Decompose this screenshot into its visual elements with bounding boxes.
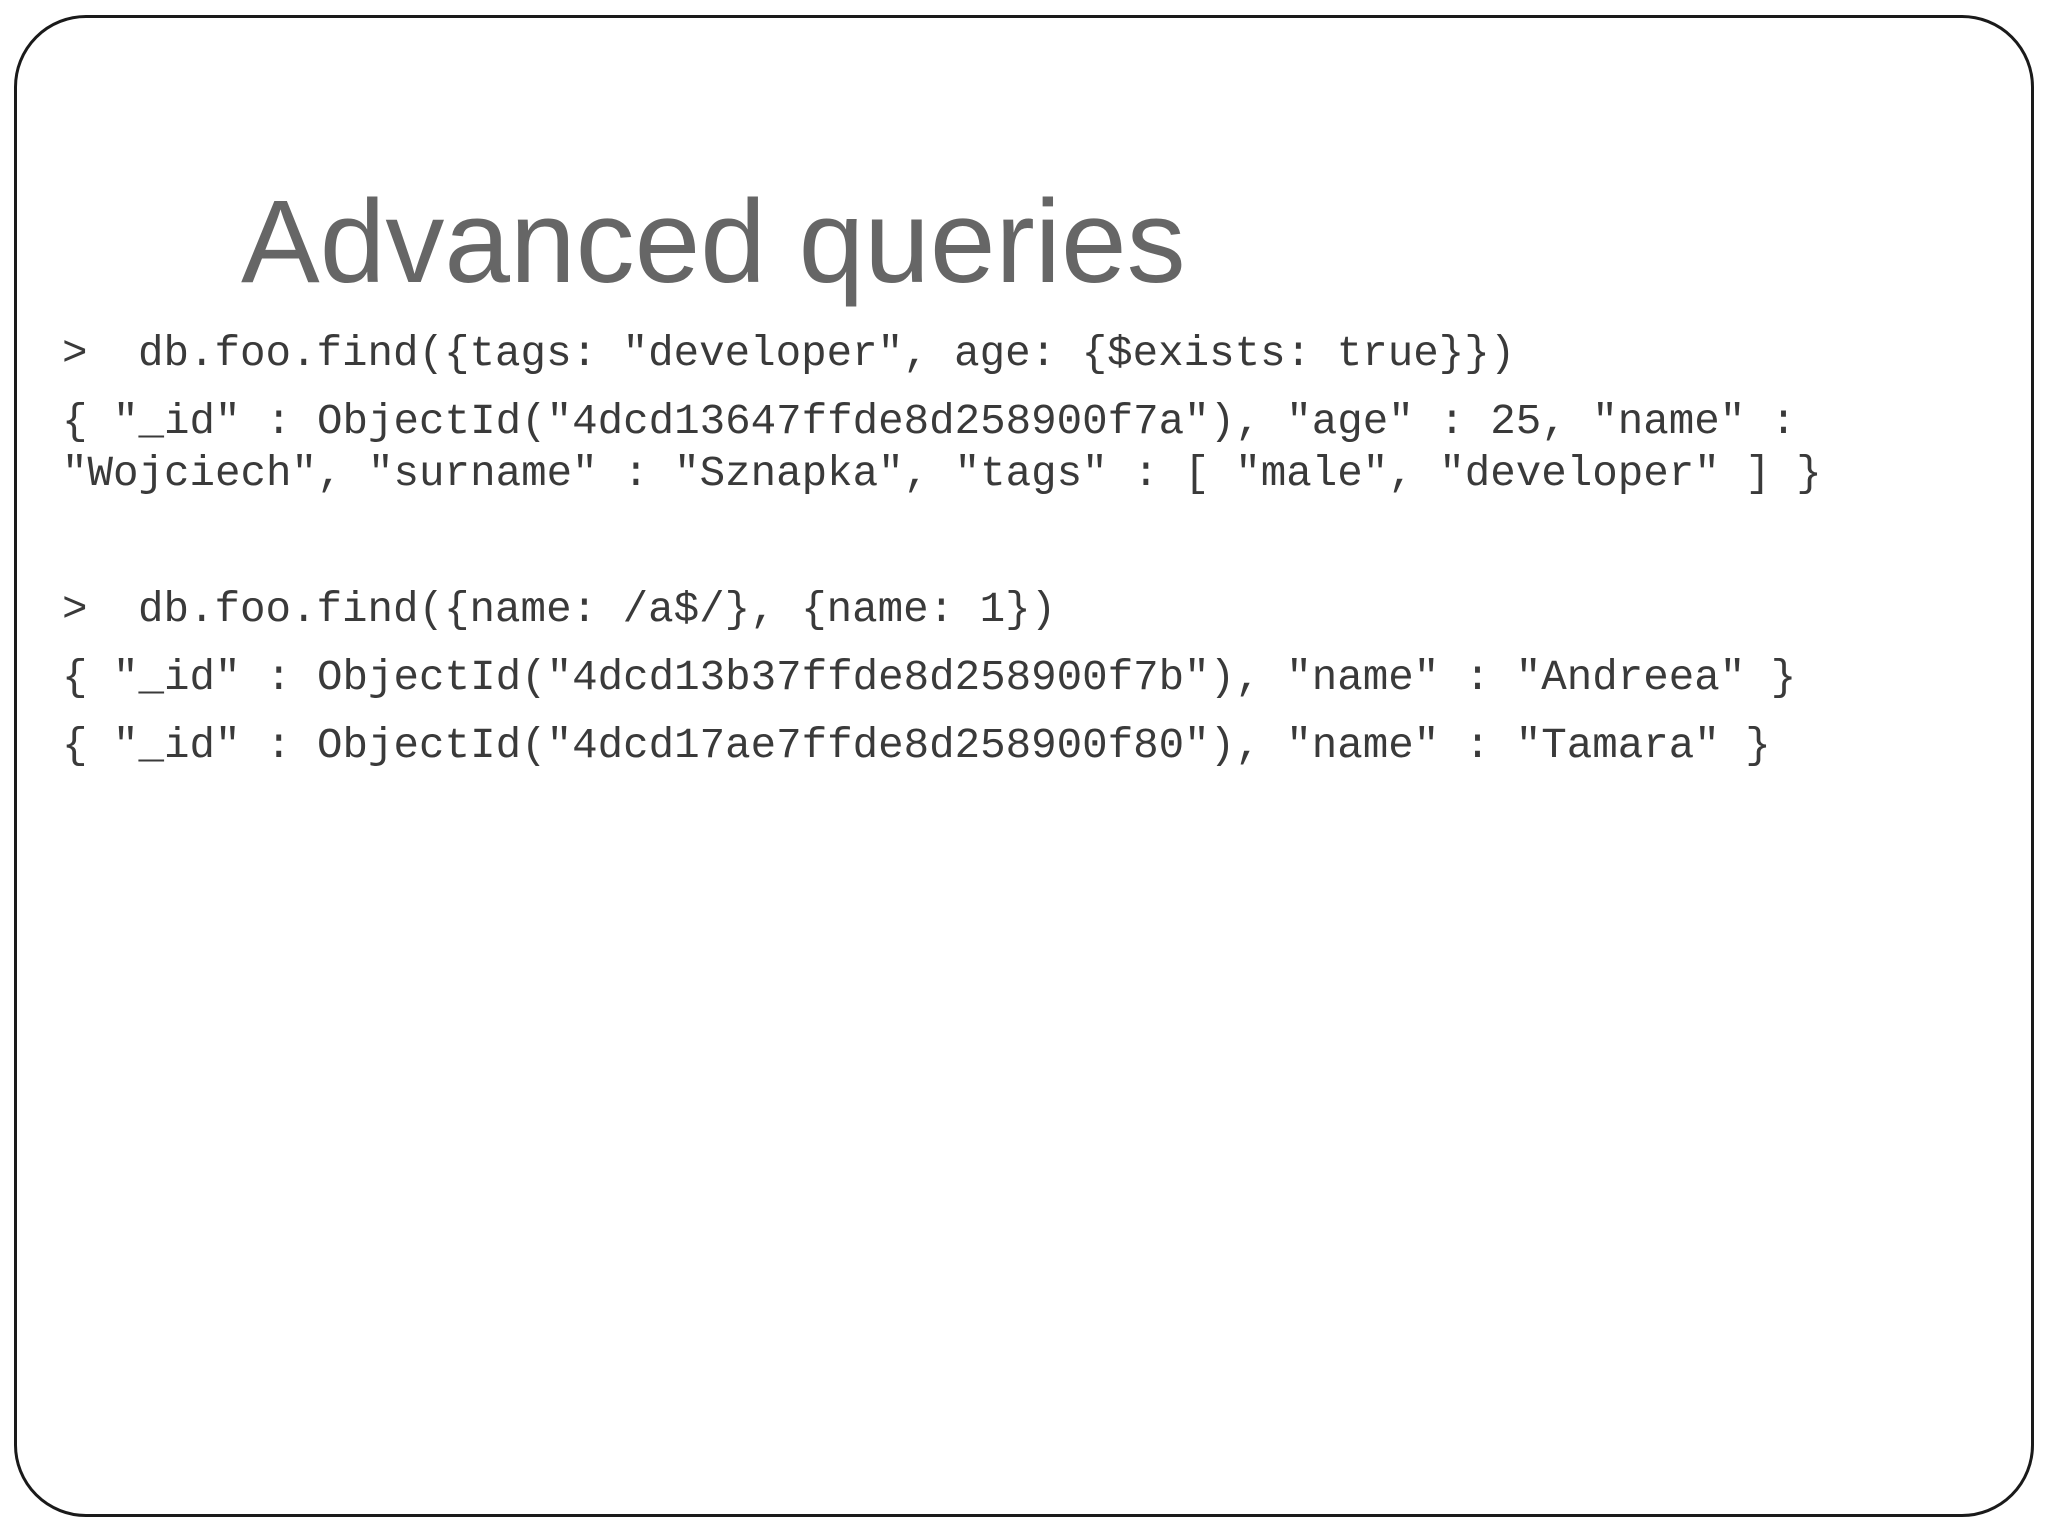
query-2-prompt: > bbox=[62, 586, 88, 634]
code-block: > db.foo.find({tags: "developer", age: {$… bbox=[62, 328, 2012, 772]
query-1-command: db.foo.find({tags: "developer", age: {$e… bbox=[138, 330, 1516, 378]
query-2-result-line-2: { "_id" : ObjectId("4dcd17ae7ffde8d25890… bbox=[62, 722, 1771, 770]
query-1-result-line-1: { "_id" : ObjectId("4dcd13647ffde8d25890… bbox=[62, 398, 1797, 446]
query-2-command: db.foo.find({name: /a$/}, {name: 1}) bbox=[138, 586, 1057, 634]
query-1-result-line-2: "Wojciech", "surname" : "Sznapka", "tags… bbox=[62, 450, 1822, 498]
query-1-command-line: > db.foo.find({tags: "developer", age: {$… bbox=[62, 328, 2012, 380]
query-2-command-line: > db.foo.find({name: /a$/}, {name: 1}) bbox=[62, 584, 2012, 636]
query-2-result-line-1: { "_id" : ObjectId("4dcd13b37ffde8d25890… bbox=[62, 654, 1797, 702]
slide-title: Advanced queries bbox=[241, 176, 1186, 308]
query-1-prompt: > bbox=[62, 330, 88, 378]
slide-frame: Advanced queries > db.foo.find({tags: "de… bbox=[14, 15, 2034, 1517]
